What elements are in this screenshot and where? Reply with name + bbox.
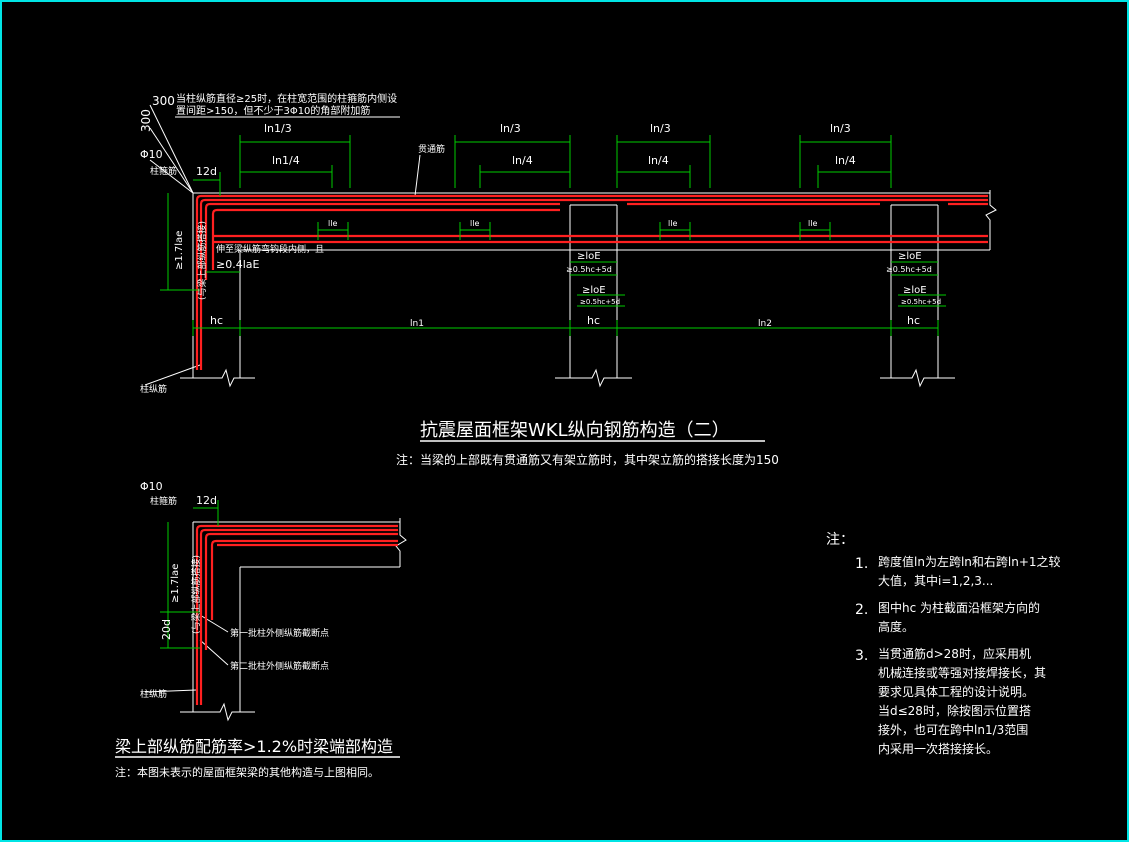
dim-300-b: 300	[139, 109, 153, 132]
main-title: 抗震屋面框架WKL纵向钢筋构造（二）	[420, 420, 730, 441]
note3-line2: 机械连接或等强对接焊接长，其	[878, 665, 1046, 680]
loE-3b: ≥0.5hc+5d	[886, 265, 932, 274]
col-hoop-label: 柱箍筋	[150, 165, 177, 177]
col-bar-label: 柱纵筋	[140, 383, 167, 395]
lap-17-note: (与梁上部纵筋搭接)	[196, 221, 208, 300]
main-title-block: 抗震屋面框架WKL纵向钢筋构造（二） 注：当梁的上部既有贯通筋又有架立筋时，其中…	[396, 420, 779, 467]
detail-cut2: 第二批柱外侧纵筋截断点	[230, 660, 329, 672]
note3-line6: 内采用一次搭接接长。	[878, 741, 998, 756]
detail-col-hoop: 柱箍筋	[150, 495, 177, 507]
loE-2: ≥loE	[582, 285, 606, 296]
detail-lap-17-note: (与梁上部纵筋搭接)	[190, 555, 202, 634]
dimension-lines	[160, 135, 946, 336]
detail-structure	[144, 518, 407, 722]
ln1-label: ln1	[410, 319, 424, 329]
detail-d12: 12d	[196, 494, 217, 507]
dim-ln-3-a: ln/3	[500, 122, 521, 135]
detail-col-bar: 柱纵筋	[140, 688, 167, 700]
loE-4: ≥loE	[903, 285, 927, 296]
detail-note: 注：本图未表示的屋面框架梁的其他构造与上图相同。	[115, 765, 379, 779]
note1-num: 1.	[855, 556, 868, 572]
rebar-lines	[195, 194, 988, 370]
top-diagram-text: 300 300 当柱纵筋直径≥25时，在柱宽范围的柱箍筋内侧设 置间距>150，…	[139, 92, 941, 395]
top-note-line1: 当柱纵筋直径≥25时，在柱宽范围的柱箍筋内侧设	[176, 92, 397, 105]
phi10-label: Φ10	[140, 148, 163, 161]
hc-2: hc	[587, 314, 600, 327]
note1-line1: 跨度值ln为左跨ln和右跨ln+1之较	[878, 554, 1061, 569]
dim-ln-3-b: ln/3	[650, 122, 671, 135]
loE-3: ≥loE	[898, 251, 922, 262]
structure-lines	[144, 104, 997, 388]
detail-dims	[160, 500, 219, 649]
dim-ln1-3: ln1/3	[264, 122, 292, 135]
hc-3: hc	[907, 314, 920, 327]
note3-line4: 当d≤28时，除按图示位置搭	[878, 703, 1031, 718]
note2-line2: 高度。	[878, 619, 914, 634]
lle-2: lle	[470, 219, 479, 228]
dim-ln-4-c: ln/4	[835, 154, 856, 167]
main-note: 注：当梁的上部既有贯通筋又有架立筋时，其中架立筋的搭接长度为150	[396, 452, 779, 467]
anchor-note: 伸至梁纵筋弯钩段内侧，且	[216, 243, 324, 255]
detail-cut1: 第一批柱外侧纵筋截断点	[230, 627, 329, 639]
note2-num: 2.	[855, 602, 868, 618]
dim-ln-4-a: ln/4	[512, 154, 533, 167]
loE-4b: ≥0.5hc+5d	[901, 298, 941, 306]
detail-phi10: Φ10	[140, 480, 163, 493]
lle-1: lle	[328, 219, 337, 228]
lle-3: lle	[668, 219, 677, 228]
loE-1: ≥loE	[577, 251, 601, 262]
note3-line3: 要求见具体工程的设计说明。	[878, 684, 1034, 699]
dim-300-a: 300	[152, 94, 175, 108]
ln2-label: ln2	[758, 319, 772, 329]
loE-2b: ≥0.5hc+5d	[580, 298, 620, 306]
loE-1b: ≥0.5hc+5d	[566, 265, 612, 274]
dim-ln-3-c: ln/3	[830, 122, 851, 135]
d12-label: 12d	[196, 165, 217, 178]
note3-line5: 接外，也可在跨中ln1/3范围	[878, 722, 1028, 737]
notes-panel: 注： 1. 跨度值ln为左跨ln和右跨ln+1之较 大值，其中i=1,2,3..…	[826, 532, 1061, 756]
anchor-04-label: ≥0.4laE	[216, 258, 260, 271]
hc-1: hc	[210, 314, 223, 327]
lap-17-label: ≥1.7lae	[174, 231, 185, 270]
detail-d20: 20d	[160, 619, 173, 640]
notes-head: 注：	[826, 532, 854, 548]
note3-line1: 当贯通筋d>28时，应采用机	[878, 646, 1031, 661]
note1-line2: 大值，其中i=1,2,3...	[878, 573, 993, 588]
note2-line1: 图中hc 为柱截面沿框架方向的	[878, 600, 1040, 615]
detail-text: Φ10 柱箍筋 12d ≥1.7lae (与梁上部纵筋搭接) 20d 第一批柱外…	[115, 480, 400, 779]
through-bar-label: 贯通筋	[418, 143, 445, 155]
dim-ln1-4: ln1/4	[272, 154, 300, 167]
detail-lap-17: ≥1.7lae	[170, 564, 181, 603]
lle-4: lle	[808, 219, 817, 228]
detail-title: 梁上部纵筋配筋率>1.2%时梁端部构造	[115, 737, 393, 756]
detail-rebars	[195, 524, 398, 705]
top-note-line2: 置间距>150，但不少于3Φ10的角部附加筋	[176, 104, 370, 117]
dim-ln-4-b: ln/4	[648, 154, 669, 167]
note3-num: 3.	[855, 648, 868, 664]
